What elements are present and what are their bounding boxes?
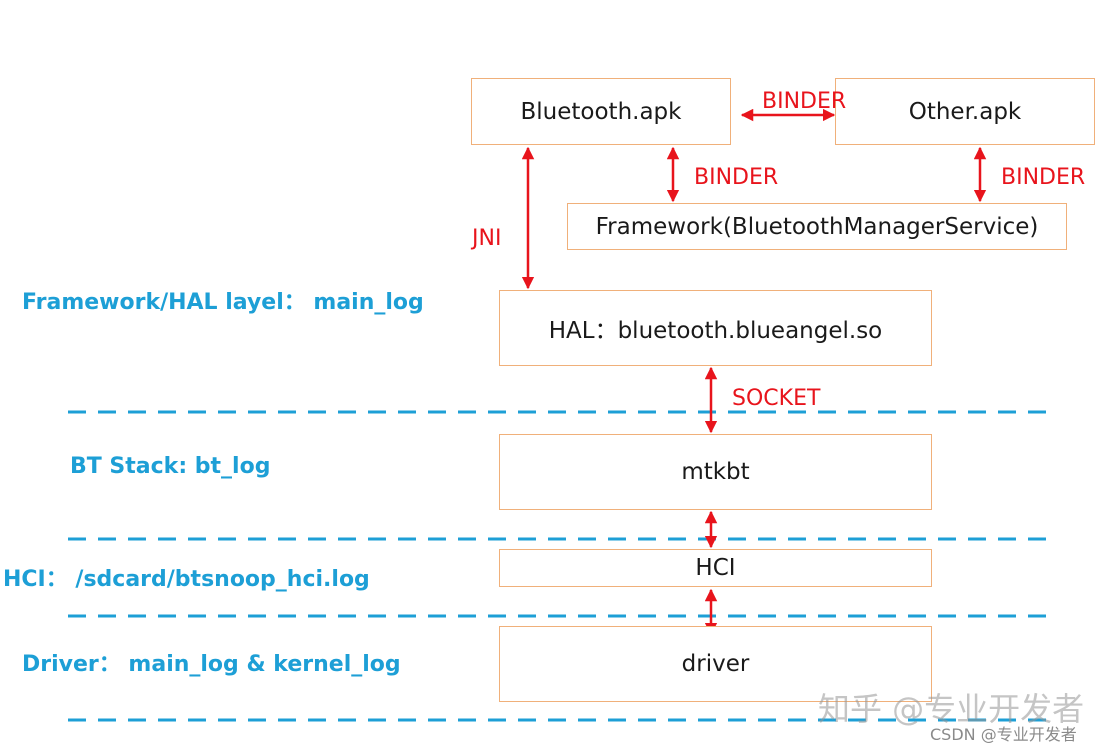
mtkbt-box: mtkbt <box>499 434 932 510</box>
socket-label: SOCKET <box>732 386 821 411</box>
driver-box: driver <box>499 626 932 702</box>
framework-box: Framework(BluetoothManagerService) <box>567 203 1067 250</box>
layer-label-framework-hal: Framework/HAL layel： main_log <box>22 290 424 315</box>
binder-label-other-framework: BINDER <box>1001 165 1086 190</box>
zhihu-watermark: 知乎 @专业开发者 <box>818 690 1085 728</box>
other-apk-box: Other.apk <box>835 78 1095 145</box>
binder-label-apps: BINDER <box>762 89 847 114</box>
bluetooth-apk-box: Bluetooth.apk <box>471 78 731 145</box>
jni-label: JNI <box>472 226 502 251</box>
hal-box: HAL：bluetooth.blueangel.so <box>499 290 932 366</box>
hci-box: HCI <box>499 549 932 587</box>
layer-label-driver: Driver： main_log & kernel_log <box>22 652 401 677</box>
layer-label-hci: HCI： /sdcard/btsnoop_hci.log <box>3 567 370 592</box>
csdn-watermark: CSDN @专业开发者 <box>930 725 1077 744</box>
layer-label-bt-stack: BT Stack: bt_log <box>70 454 271 479</box>
binder-label-bt-framework: BINDER <box>694 165 779 190</box>
